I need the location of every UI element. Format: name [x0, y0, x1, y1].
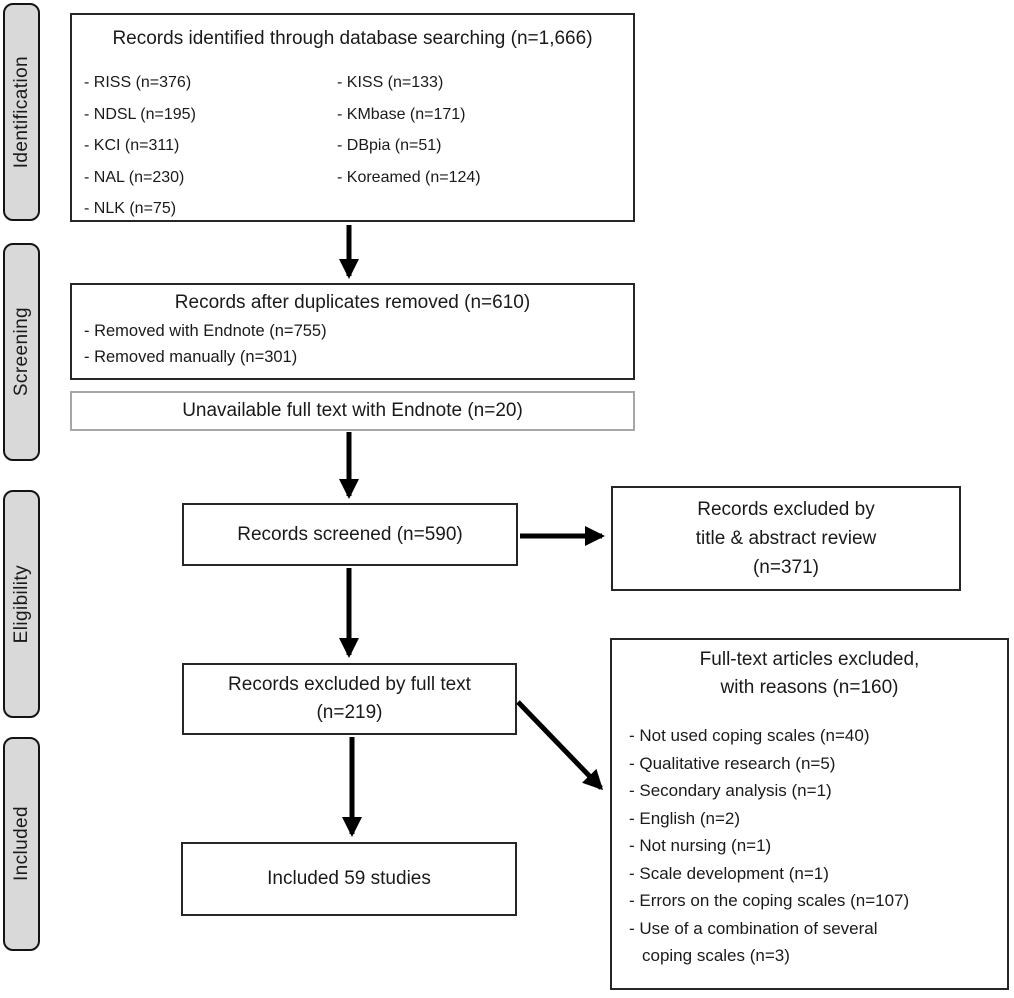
- box-unavailable-full-text: Unavailable full text with Endnote (n=20…: [70, 391, 635, 431]
- database-source-item: - NDSL (n=195): [84, 105, 196, 123]
- exclusion-reason-item: - Scale development (n=1): [629, 863, 829, 883]
- duplicates-removed-title: Records after duplicates removed (n=610): [174, 292, 531, 313]
- database-sources-col1: - RISS (n=376) - NDSL (n=195) - KCI (n=311…: [84, 67, 337, 225]
- exclusion-reason-item: - Not used coping scales (n=40): [629, 726, 870, 745]
- duplicates-removed-detail: - Removed manually (n=301): [84, 348, 298, 366]
- stage-screening-label: Screening: [10, 307, 32, 397]
- box-records-screened: Records screened (n=590): [182, 503, 518, 566]
- exclusion-reason-item: - Qualitative research (n=5): [629, 753, 836, 773]
- exclusion-reason-item: - Not nursing (n=1): [629, 836, 772, 855]
- database-source-item: - RISS (n=376): [84, 74, 192, 91]
- database-source-item: - NAL (n=230): [84, 168, 185, 186]
- database-source-item: - KMbase (n=171): [337, 105, 466, 123]
- duplicates-removed-detail: - Removed with Endnote (n=755): [84, 322, 327, 340]
- database-source-item: - Koreamed (n=124): [337, 168, 481, 186]
- database-source-item: - KISS (n=133): [337, 74, 444, 91]
- records-identified-title: Records identified through database sear…: [112, 28, 593, 49]
- stage-eligibility-label: Eligibility: [10, 564, 32, 644]
- box-duplicates-removed: Records after duplicates removed (n=610)…: [70, 283, 635, 380]
- arrow-full-text-to-reasons: [516, 700, 604, 791]
- excluded-full-text-title: Records excluded by full text (n=219): [228, 674, 471, 723]
- exclusion-reason-item: - Use of a combination of several coping…: [629, 918, 878, 966]
- excluded-title-abstract-title: Records excluded by title & abstract rev…: [695, 499, 877, 578]
- unavailable-full-text-title: Unavailable full text with Endnote (n=20…: [182, 400, 523, 421]
- box-records-identified: Records identified through database sear…: [70, 13, 635, 222]
- stage-identification: Identification: [3, 3, 40, 221]
- database-sources: - RISS (n=376) - NDSL (n=195) - KCI (n=311…: [72, 67, 633, 225]
- duplicates-removed-details: - Removed with Endnote (n=755) - Removed …: [72, 318, 633, 370]
- exclusion-reason-item: - Secondary analysis (n=1): [629, 781, 832, 800]
- database-source-item: - KCI (n=311): [84, 137, 180, 154]
- box-excluded-title-abstract: Records excluded by title & abstract rev…: [611, 486, 961, 591]
- stage-eligibility: Eligibility: [3, 490, 40, 718]
- records-screened-title: Records screened (n=590): [237, 523, 463, 545]
- box-included-studies: Included 59 studies: [181, 842, 517, 916]
- stage-included-label: Included: [10, 806, 32, 882]
- box-full-text-excluded-reasons: Full-text articles excluded, with reason…: [610, 638, 1009, 990]
- box-excluded-full-text: Records excluded by full text (n=219): [182, 663, 517, 735]
- full-text-excluded-title: Full-text articles excluded, with reason…: [699, 649, 920, 698]
- database-sources-col2: - KISS (n=133) - KMbase (n=171) - DBpia (n…: [337, 67, 481, 225]
- exclusion-reason-item: - Errors on the coping scales (n=107): [629, 891, 910, 910]
- stage-screening: Screening: [3, 243, 40, 461]
- database-source-item: - DBpia (n=51): [337, 137, 442, 154]
- database-source-item: - NLK (n=75): [84, 200, 177, 217]
- stage-included: Included: [3, 737, 40, 951]
- exclusion-reasons-list: - Not used coping scales (n=40) - Qualita…: [612, 722, 1007, 970]
- included-studies-title: Included 59 studies: [267, 868, 431, 889]
- exclusion-reason-item: - English (n=2): [629, 808, 741, 828]
- stage-identification-label: Identification: [10, 55, 32, 169]
